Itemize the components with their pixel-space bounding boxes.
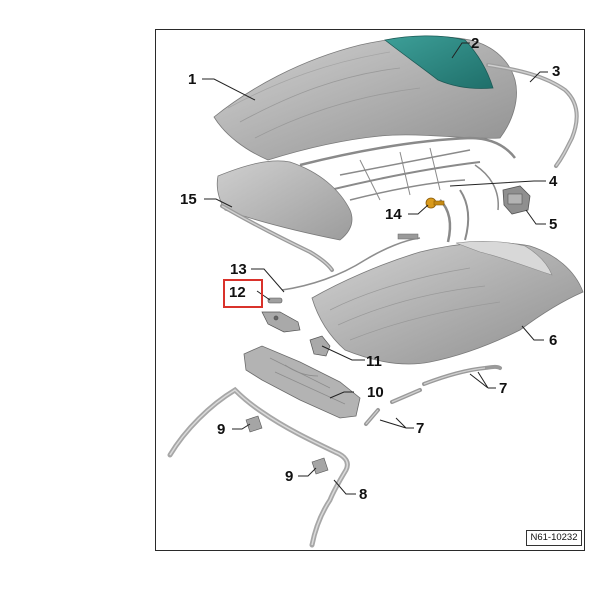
tension-cable [281, 233, 421, 291]
latch-mechanism [261, 311, 331, 357]
bolt [425, 197, 445, 209]
callout-11: 11 [366, 353, 382, 370]
callout-9a: 9 [217, 421, 225, 438]
leader-lines [202, 42, 548, 495]
front-panel [216, 160, 353, 241]
callout-2: 2 [471, 35, 479, 52]
callout-12: 12 [229, 284, 246, 301]
callout-14: 14 [385, 206, 402, 223]
trim-strip-lower [364, 388, 422, 426]
hydraulic-bracket [502, 185, 531, 215]
callout-15: 15 [180, 191, 197, 208]
callout-5: 5 [549, 216, 557, 233]
callout-1: 1 [188, 71, 196, 88]
callout-4: 4 [549, 173, 558, 190]
seal-strip [220, 204, 334, 272]
headliner [311, 241, 584, 365]
figure-id-label: N61-10232 [526, 530, 582, 546]
callout-6: 6 [549, 332, 557, 349]
callout-8: 8 [359, 486, 367, 503]
callout-labels: 1 2 3 4 5 6 7 7 8 9 9 10 11 12 13 14 15 [180, 35, 560, 503]
callout-7a: 7 [499, 380, 507, 397]
callout-12-highlight-box [223, 279, 263, 308]
side-seal-strip [486, 63, 579, 168]
callout-13: 13 [230, 261, 247, 278]
trim-strip-upper [422, 364, 502, 386]
clip-12 [267, 297, 283, 304]
callout-10: 10 [367, 384, 384, 401]
callout-9b: 9 [285, 468, 293, 485]
rear-window [384, 35, 494, 89]
callout-7b: 7 [416, 420, 424, 437]
a-pillar-trim [167, 386, 350, 548]
callout-3: 3 [552, 63, 560, 80]
clip-9-upper [245, 415, 263, 433]
front-roof-bow [243, 345, 361, 419]
clip-9-lower [311, 457, 329, 475]
